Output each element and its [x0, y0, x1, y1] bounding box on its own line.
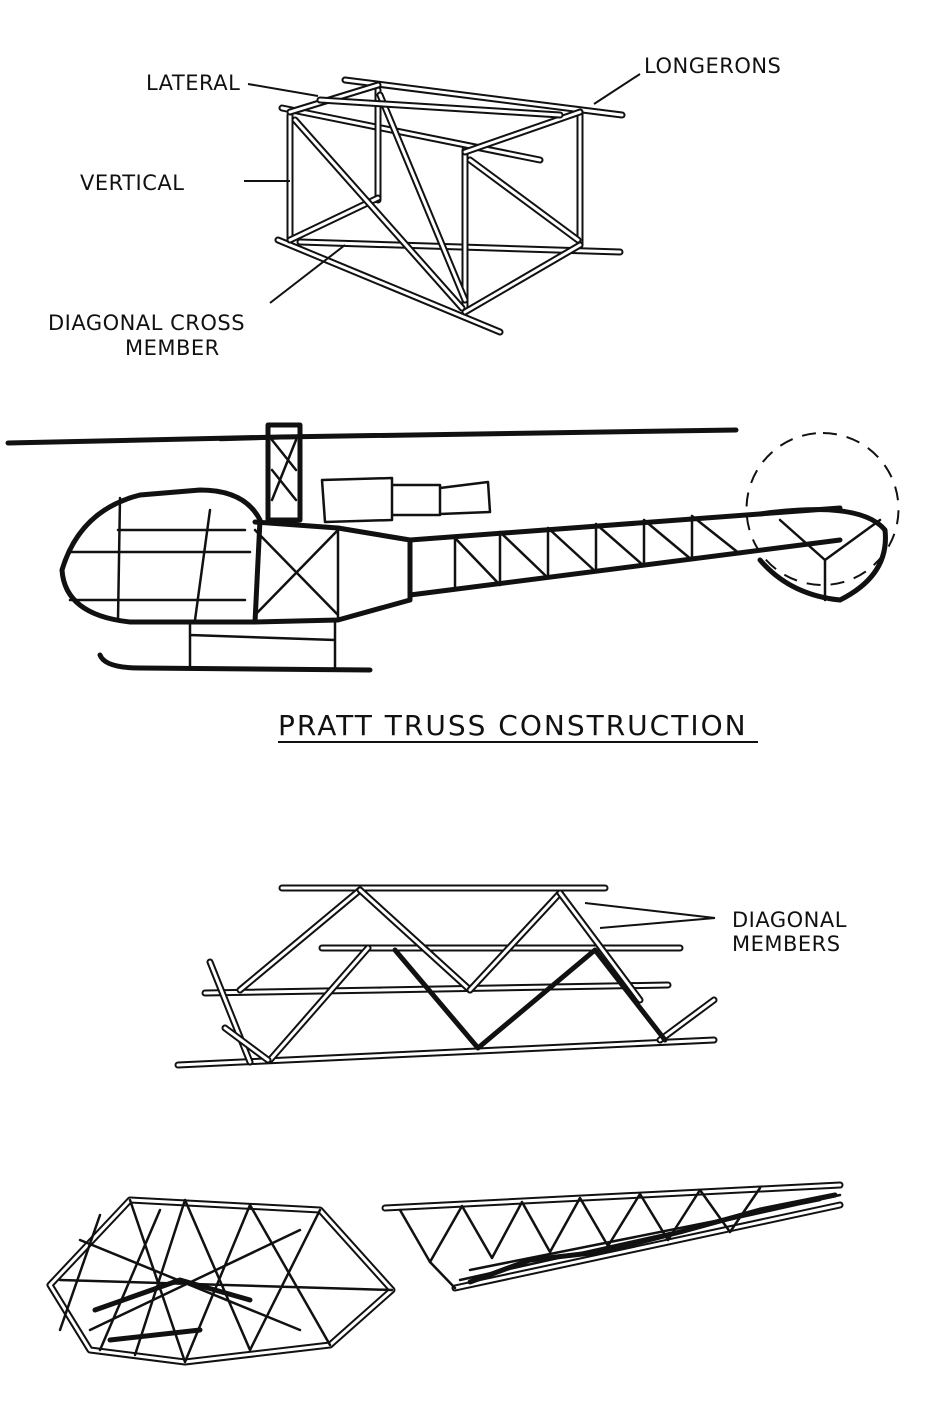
label-diagonal-cross-member-line1: DIAGONAL CROSS: [48, 311, 245, 335]
truss-section-drawing: DIAGONAL MEMBERS: [174, 884, 847, 1069]
engine: [320, 476, 492, 524]
leader-longerons: [593, 73, 641, 105]
vertical-tubes: [286, 86, 584, 316]
tail-fin: [757, 507, 888, 603]
cabin-bubble: [59, 487, 263, 625]
main-rotor-blade: [5, 427, 739, 446]
label-diagonal-cross-member-line2: MEMBER: [125, 336, 220, 360]
label-lateral: LATERAL: [146, 71, 240, 95]
label-diagonal-members-line1: DIAGONAL: [732, 908, 847, 932]
diagonal-cross-tubes: [291, 91, 582, 312]
label-longerons: LONGERONS: [644, 54, 781, 78]
truss-diagonals: [206, 886, 718, 1066]
tail-boom-lower: [407, 537, 843, 598]
label-vertical: VERTICAL: [80, 171, 184, 195]
landing-skid: [97, 652, 373, 673]
center-frame: [252, 519, 413, 625]
tail-detail-circle: [745, 432, 900, 586]
rotor-mast: [265, 422, 303, 523]
truss-bold-diagonal-members: [392, 947, 668, 1051]
cabin-frame-drawing: [46, 1196, 396, 1366]
longeron-tubes: [274, 76, 626, 336]
tail-boom-frame-drawing: [381, 1181, 844, 1292]
leader-lateral: [247, 83, 319, 97]
caption-pratt-truss-construction: PRATT TRUSS CONSTRUCTION: [278, 709, 748, 742]
leader-diagonal-members: [584, 902, 716, 929]
helicopter-drawing: PRATT TRUSS CONSTRUCTION: [5, 422, 900, 743]
leader-diagonal-cross: [269, 244, 346, 304]
box-truss-drawing: LATERAL LONGERONS VERTICAL DIAGONAL CROS…: [48, 54, 781, 360]
tail-boom-truss: [453, 514, 742, 592]
label-diagonal-members-line2: MEMBERS: [732, 932, 841, 956]
